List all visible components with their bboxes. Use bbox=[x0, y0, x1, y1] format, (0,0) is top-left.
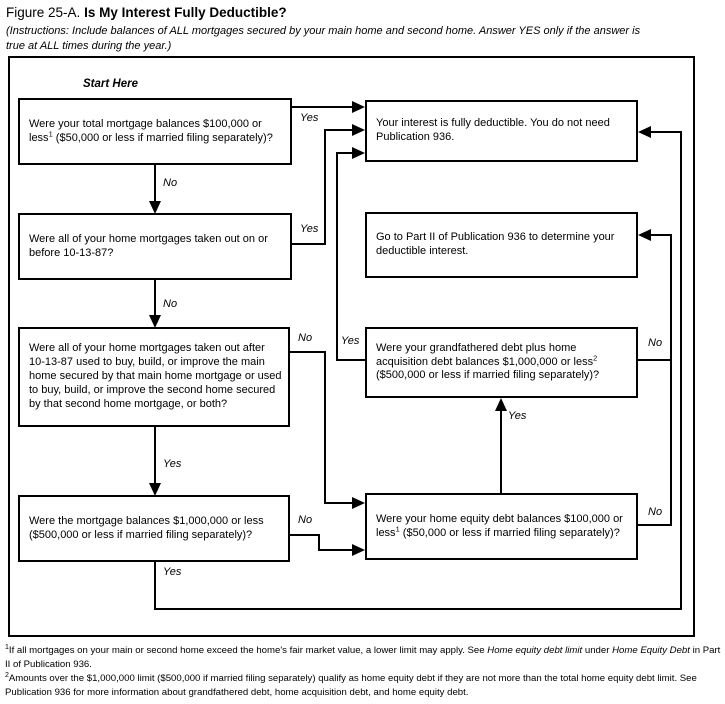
connector-q3-no-down bbox=[324, 351, 326, 504]
arrowhead-q1-no bbox=[149, 201, 161, 214]
connector-q1-no bbox=[154, 165, 156, 203]
edge-label-eq-yes: Yes bbox=[508, 410, 527, 422]
connector-eq-yes-up bbox=[500, 409, 502, 493]
connector-q4-no-out bbox=[290, 534, 320, 536]
connector-q4-no-in bbox=[318, 549, 353, 551]
instructions-text: (Instructions: Include balances of ALL m… bbox=[6, 25, 641, 52]
edge-label-q4-no: No bbox=[298, 514, 313, 526]
connector-q2-yes-out bbox=[292, 243, 326, 245]
edge-label-q2-no: No bbox=[163, 298, 178, 310]
connector-q4-yes-in bbox=[650, 131, 682, 133]
connector-q3-no-in bbox=[324, 502, 353, 504]
node-q2-mortgages-before-101387: Were all of your home mortgages taken ou… bbox=[18, 213, 292, 280]
connector-gf-yes-up bbox=[336, 152, 338, 361]
arrowhead-q3-yes bbox=[149, 483, 161, 496]
footnote-1: 1If all mortgages on your main or second… bbox=[5, 643, 721, 670]
connector-q4-yes-up-right bbox=[680, 131, 682, 610]
footnotes: 1If all mortgages on your main or second… bbox=[5, 644, 721, 700]
node-q6-home-equity-debt: Were your home equity debt balances $100… bbox=[365, 493, 638, 560]
arrowhead-q4-yes bbox=[638, 126, 651, 138]
arrowhead-q1-yes bbox=[352, 101, 365, 113]
node-q1-total-mortgage-balances: Were your total mortgage balances $100,0… bbox=[18, 98, 292, 165]
arrowhead-eq-yes bbox=[495, 398, 507, 411]
connector-gf-yes-out bbox=[336, 359, 365, 361]
arrowhead-q2-yes bbox=[352, 124, 365, 136]
connector-eq-no-out bbox=[638, 524, 672, 526]
edge-label-q1-yes: Yes bbox=[300, 112, 319, 124]
edge-label-gf-no: No bbox=[648, 337, 663, 349]
connector-q3-no-out bbox=[290, 351, 326, 353]
connector-q4-no-down bbox=[318, 534, 320, 551]
node-q5-grandfathered-debt: Were your grandfathered debt plus home a… bbox=[365, 327, 638, 398]
connector-q1-yes bbox=[292, 106, 353, 108]
node-q3-mortgages-after-101387: Were all of your home mortgages taken ou… bbox=[18, 327, 290, 427]
edge-label-q1-no: No bbox=[163, 177, 178, 189]
arrowhead-q2-no bbox=[149, 315, 161, 328]
connector-q2-yes-in bbox=[324, 129, 353, 131]
edge-label-q4-yes: Yes bbox=[163, 566, 182, 578]
figure-number: Figure 25-A. bbox=[6, 5, 81, 20]
node-q4-mortgage-balances-1m: Were the mortgage balances $1,000,000 or… bbox=[18, 495, 290, 562]
arrowhead-gf-yes bbox=[352, 147, 365, 159]
edge-label-gf-yes: Yes bbox=[341, 335, 360, 347]
connector-q2-no bbox=[154, 280, 156, 316]
page-title: Figure 25-A. Is My Interest Fully Deduct… bbox=[6, 5, 287, 20]
edge-label-q3-no: No bbox=[298, 332, 313, 344]
connector-no-join-in bbox=[650, 234, 672, 236]
connector-q4-yes-down bbox=[154, 562, 156, 610]
arrowhead-q3-no bbox=[352, 497, 365, 509]
edge-label-eq-no: No bbox=[648, 506, 663, 518]
arrowhead-no-to-part2 bbox=[638, 229, 651, 241]
figure-heading: Is My Interest Fully Deductible? bbox=[84, 5, 287, 20]
footnote-ref-1: 1 bbox=[48, 128, 53, 138]
footnote-ref-2: 2 bbox=[593, 352, 598, 362]
connector-q4-yes-bottom bbox=[154, 608, 682, 610]
edge-label-q3-yes: Yes bbox=[163, 458, 182, 470]
footnote-ref-1b: 1 bbox=[395, 523, 400, 533]
arrowhead-q4-no bbox=[352, 544, 365, 556]
connector-gf-yes-in bbox=[336, 152, 353, 154]
connector-no-join-up bbox=[670, 234, 672, 526]
connector-q2-yes-up bbox=[324, 129, 326, 245]
edge-label-q2-yes: Yes bbox=[300, 223, 319, 235]
start-here-label: Start Here bbox=[83, 78, 138, 90]
node-result-go-to-part2: Go to Part II of Publication 936 to dete… bbox=[365, 212, 638, 278]
footnote-2: 2Amounts over the $1,000,000 limit ($500… bbox=[5, 671, 697, 698]
connector-gf-no-out bbox=[638, 359, 672, 361]
connector-q3-yes bbox=[154, 427, 156, 484]
node-result-fully-deductible: Your interest is fully deductible. You d… bbox=[365, 100, 638, 162]
